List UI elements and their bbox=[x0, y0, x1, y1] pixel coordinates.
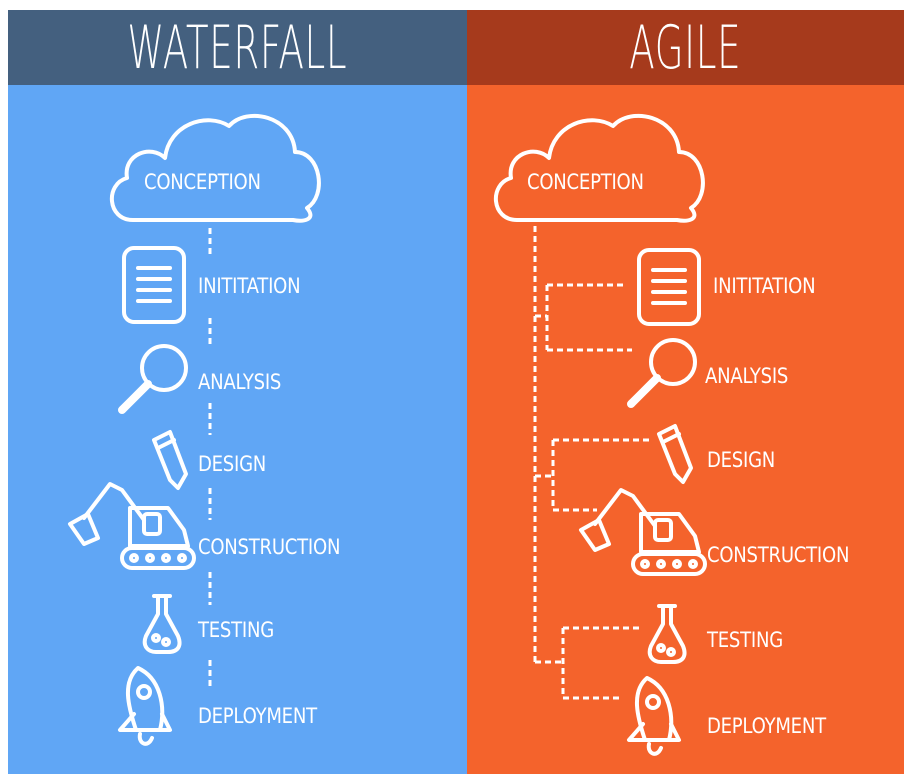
waterfall-step-analysis: ANALYSIS bbox=[198, 370, 282, 394]
flask-icon bbox=[647, 604, 687, 664]
flask-icon bbox=[142, 594, 182, 654]
excavator-icon bbox=[579, 488, 707, 576]
pencil-icon bbox=[152, 430, 188, 490]
cloud-icon bbox=[110, 113, 321, 223]
waterfall-step-initiation: INITITATION bbox=[198, 274, 301, 298]
agile-connectors bbox=[494, 113, 707, 756]
waterfall-title: WATERFALL bbox=[127, 12, 348, 83]
waterfall-step-deployment: DEPLOYMENT bbox=[198, 704, 317, 728]
excavator-icon bbox=[68, 482, 196, 570]
waterfall-step-conception: CONCEPTION bbox=[144, 170, 261, 194]
magnifier-icon bbox=[118, 344, 188, 414]
agile-step-testing: TESTING bbox=[707, 628, 783, 652]
cloud-icon bbox=[494, 113, 705, 223]
magnifier-icon bbox=[627, 338, 697, 408]
waterfall-panel: WATERFALL bbox=[8, 10, 467, 774]
agile-body bbox=[467, 85, 904, 774]
waterfall-step-testing: TESTING bbox=[198, 618, 274, 642]
agile-banner: AGILE bbox=[467, 10, 904, 85]
agile-step-analysis: ANALYSIS bbox=[705, 364, 789, 388]
waterfall-step-design: DESIGN bbox=[198, 452, 267, 476]
waterfall-connectors bbox=[68, 113, 321, 746]
waterfall-banner: WATERFALL bbox=[8, 10, 467, 85]
agile-step-deployment: DEPLOYMENT bbox=[707, 714, 826, 738]
agile-step-conception: CONCEPTION bbox=[527, 170, 644, 194]
waterfall-step-construction: CONSTRUCTION bbox=[198, 535, 341, 559]
agile-step-construction: CONSTRUCTION bbox=[707, 543, 850, 567]
pencil-icon bbox=[657, 424, 693, 484]
agile-step-design: DESIGN bbox=[707, 448, 776, 472]
rocket-icon bbox=[118, 666, 172, 746]
rocket-icon bbox=[627, 676, 681, 756]
document-icon bbox=[122, 246, 186, 324]
agile-panel: AGILE bbox=[467, 10, 904, 774]
agile-title: AGILE bbox=[629, 12, 742, 83]
waterfall-body bbox=[8, 85, 467, 774]
document-icon bbox=[637, 248, 701, 326]
agile-step-initiation: INITITATION bbox=[713, 274, 816, 298]
